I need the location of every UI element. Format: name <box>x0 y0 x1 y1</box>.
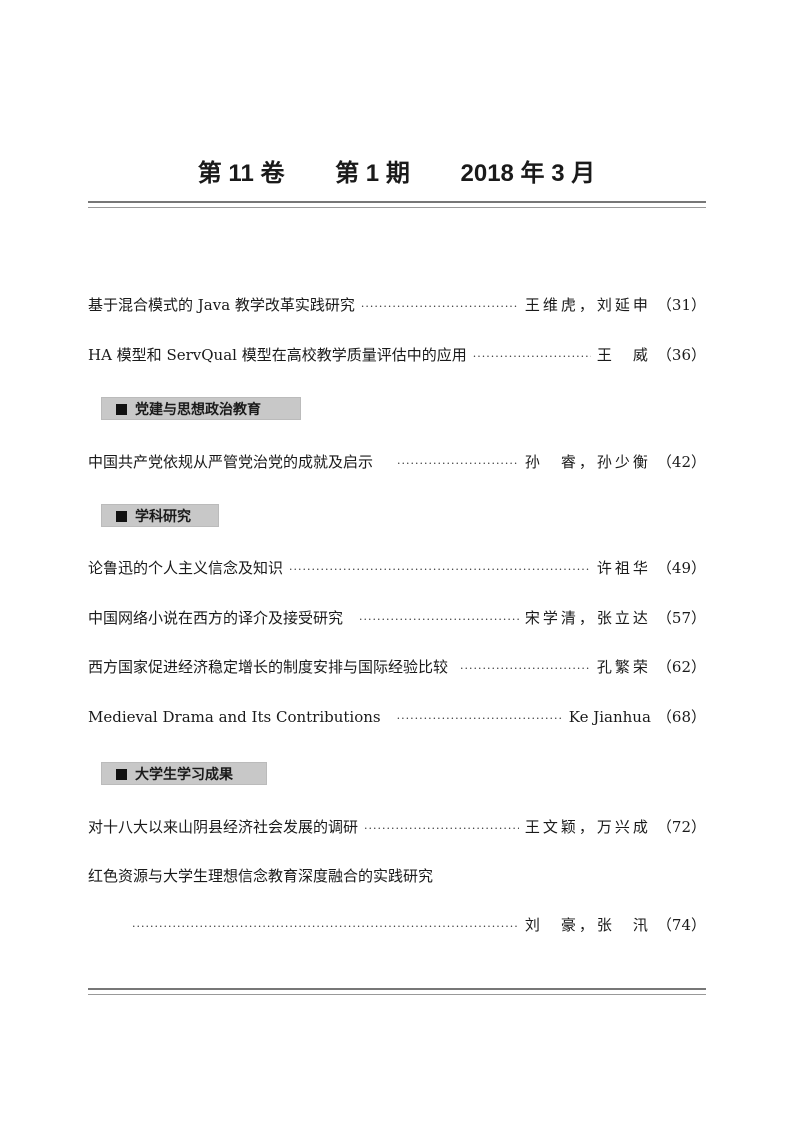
toc-entry-title-line[interactable]: 红色资源与大学生理想信念教育深度融合的实践研究 <box>88 865 706 887</box>
bottom-rule <box>88 988 706 995</box>
toc-entry[interactable]: HA 模型和 ServQual 模型在高校教学质量评估中的应用 王 威 （36） <box>88 344 706 366</box>
top-rule <box>88 201 706 208</box>
entry-title: 基于混合模式的 Java 教学改革实践研究 <box>88 296 355 314</box>
entry-title: 对十八大以来山阴县经济社会发展的调研 <box>88 818 359 836</box>
entry-page: （57） <box>656 609 706 627</box>
entry-authors: 王维虎，刘延申 <box>524 296 651 314</box>
section-label: 学科研究 <box>135 508 191 524</box>
entry-page: （49） <box>656 559 706 577</box>
toc-entry[interactable]: 西方国家促进经济稳定增长的制度安排与国际经验比较 孔繁荣 （62） <box>88 656 706 678</box>
toc-entry[interactable]: 中国共产党依规从严管党治党的成就及启示 孙 睿，孙少衡 （42） <box>88 451 706 473</box>
toc-entry[interactable]: 论鲁迅的个人主义信念及知识 许祖华 （49） <box>88 557 706 579</box>
entry-authors: 刘 豪，张 汛 <box>524 916 651 934</box>
entry-page: （36） <box>656 346 706 364</box>
entry-page: （68） <box>656 708 706 726</box>
entry-title: 论鲁迅的个人主义信念及知识 <box>88 559 284 577</box>
toc-entry[interactable]: Medieval Drama and Its Contributions Ke J… <box>88 706 706 728</box>
entry-title: 红色资源与大学生理想信念教育深度融合的实践研究 <box>88 867 434 885</box>
entry-authors: 王 威 <box>596 346 651 364</box>
issue-header: 第 11 卷 第 1 期 2018 年 3 月 <box>0 153 793 188</box>
toc-entry-author-line[interactable]: 刘 豪，张 汛 （74） <box>132 914 706 936</box>
toc-entry[interactable]: 基于混合模式的 Java 教学改革实践研究 王维虎，刘延申 （31） <box>88 294 706 316</box>
entry-page: （42） <box>656 453 706 471</box>
entry-title: 中国网络小说在西方的译介及接受研究 <box>88 609 344 627</box>
section-heading: 学科研究 <box>101 504 219 527</box>
section-heading: 党建与思想政治教育 <box>101 397 301 420</box>
leader-dots <box>397 712 563 725</box>
entry-title: HA 模型和 ServQual 模型在高校教学质量评估中的应用 <box>88 346 467 364</box>
leader-dots <box>460 662 591 675</box>
toc-entry[interactable]: 中国网络小说在西方的译介及接受研究 宋学清，张立达 （57） <box>88 607 706 629</box>
leader-dots <box>132 920 519 933</box>
date: 2018 年 3 月 <box>460 160 596 187</box>
square-bullet-icon <box>116 404 127 415</box>
leader-dots <box>364 822 519 835</box>
entry-page: （74） <box>656 916 706 934</box>
volume: 第 11 卷 <box>197 160 285 187</box>
square-bullet-icon <box>116 511 127 522</box>
issue: 第 1 期 <box>335 160 410 187</box>
entry-page: （31） <box>656 296 706 314</box>
section-label: 大学生学习成果 <box>135 766 233 782</box>
entry-authors: 宋学清，张立达 <box>524 609 651 627</box>
leader-dots <box>361 300 519 313</box>
entry-title: 西方国家促进经济稳定增长的制度安排与国际经验比较 <box>88 658 449 676</box>
entry-page: （72） <box>656 818 706 836</box>
leader-dots <box>359 613 519 626</box>
leader-dots <box>397 457 519 470</box>
entry-authors: 许祖华 <box>596 559 651 577</box>
entry-title: 中国共产党依规从严管党治党的成就及启示 <box>88 453 374 471</box>
entry-title: Medieval Drama and Its Contributions <box>88 708 381 726</box>
toc-entry[interactable]: 对十八大以来山阴县经济社会发展的调研 王文颖，万兴成 （72） <box>88 816 706 838</box>
entry-page: （62） <box>656 658 706 676</box>
entry-authors: 王文颖，万兴成 <box>524 818 651 836</box>
section-heading: 大学生学习成果 <box>101 762 267 785</box>
leader-dots <box>473 350 591 363</box>
leader-dots <box>289 563 591 576</box>
entry-authors: 孙 睿，孙少衡 <box>524 453 651 471</box>
section-label: 党建与思想政治教育 <box>135 401 261 417</box>
square-bullet-icon <box>116 769 127 780</box>
entry-authors: Ke Jianhua <box>568 708 651 726</box>
entry-authors: 孔繁荣 <box>596 658 651 676</box>
